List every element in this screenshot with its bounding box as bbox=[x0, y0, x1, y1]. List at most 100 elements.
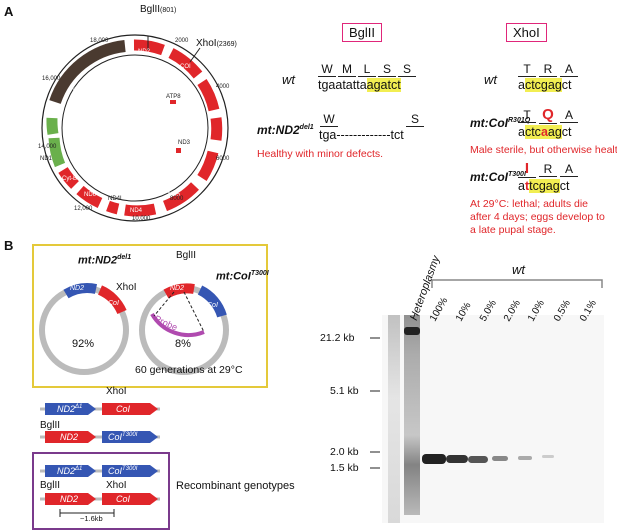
blot-band-1 bbox=[518, 456, 532, 460]
bgl-wt-aa-3: L bbox=[358, 62, 376, 77]
rec1-nd2 bbox=[45, 465, 96, 477]
xho-wt-seq-b: ct bbox=[561, 78, 572, 92]
gene-rrna bbox=[46, 117, 59, 135]
coi-t-seq-b: ct bbox=[559, 179, 570, 193]
geno2-b: CoIT300I bbox=[108, 432, 137, 442]
gene-coi bbox=[168, 48, 203, 79]
coi-r-note: Male sterile, but otherwise healthy. bbox=[470, 144, 617, 156]
map-tick-2000: 2000 bbox=[175, 38, 189, 44]
map-xhoI: XhoI(2369) bbox=[196, 38, 237, 49]
nd2-mut-label-text: mt:ND2 bbox=[257, 123, 300, 137]
bgl-mut-aa-w: W bbox=[320, 112, 338, 127]
mtdna-circular-map: ND2 COI ATP8 ND3 ND5 ND4 ND4L ND6 Cyt-B … bbox=[38, 34, 230, 222]
circle2-nd2: ND2 bbox=[170, 285, 185, 292]
rec2-bglII: BglII bbox=[40, 480, 61, 491]
circle1-coi: CoI bbox=[108, 300, 119, 307]
geno1-a-sup: Δ1 bbox=[75, 404, 83, 410]
circle2-probe bbox=[150, 312, 205, 337]
xhoI-tick bbox=[189, 47, 201, 63]
genotype-arrows bbox=[40, 403, 160, 517]
coi-r-aa-2: Q bbox=[539, 106, 557, 124]
coi-r-label: mt:CoIR301Q bbox=[470, 116, 530, 130]
blot-marker-lane bbox=[388, 315, 400, 523]
heteroplasmy-circles bbox=[39, 283, 229, 375]
nd2-mut-label-sup: del1 bbox=[299, 124, 314, 131]
coi-t-note: At 29°C: lethal; adults die after 4 days… bbox=[470, 198, 605, 236]
map-label-nd3: ND3 bbox=[178, 140, 191, 146]
rec1-b: CoIT300I bbox=[108, 466, 137, 476]
marker-ticks bbox=[370, 337, 380, 469]
map-label-nd2: ND2 bbox=[138, 49, 151, 55]
map-label-at-region: A+T-rich region bbox=[70, 86, 111, 92]
map-tick-16000: 16,000 bbox=[42, 76, 61, 82]
geno1-b: CoI bbox=[116, 404, 131, 414]
coi-r-seq-a: a bbox=[518, 125, 525, 139]
bgl-wt-aa-1: W bbox=[318, 62, 336, 77]
bgl-mut-aa-right: S bbox=[406, 112, 424, 127]
rec1-b-sup: T300I bbox=[122, 466, 138, 472]
map-tick-6000: 6000 bbox=[216, 156, 230, 162]
map-bglII: BglII(801) bbox=[140, 4, 176, 15]
coi-t-label-sup: T300I bbox=[508, 171, 526, 178]
rec2-xhoI: XhoI bbox=[106, 480, 127, 491]
rec1-coi bbox=[102, 465, 158, 477]
xho-wt-aa-3: A bbox=[560, 62, 578, 77]
rec1-b-text: CoI bbox=[108, 466, 123, 476]
blot-heteroplasmy-band-top bbox=[404, 327, 420, 335]
marker-15kb: 1.5 kb bbox=[330, 462, 359, 474]
bgl-mut-seq: tga-------------tct bbox=[319, 128, 404, 142]
at-rich-region bbox=[49, 40, 126, 105]
map-label-nd4l: ND4L bbox=[108, 196, 124, 202]
bgl-wt-aa-4: S bbox=[378, 62, 396, 77]
rec2-distance: ~1.6kb bbox=[80, 514, 103, 523]
map-xhoI-name: XhoI bbox=[196, 38, 217, 49]
circle2-pct: 8% bbox=[175, 338, 191, 350]
map-label-nd4: ND4 bbox=[130, 208, 143, 214]
map-label-atp8: ATP8 bbox=[166, 94, 181, 100]
map-tick-4000: 4000 bbox=[216, 84, 230, 90]
geno2-a: ND2 bbox=[60, 432, 79, 442]
coi-r-aa-3: A bbox=[560, 108, 578, 123]
coi-r-seq: actcaagct bbox=[518, 125, 572, 139]
map-bglII-pos: (801) bbox=[160, 7, 177, 14]
gene-nd4l bbox=[106, 200, 120, 215]
probe-dash-2 bbox=[183, 291, 205, 333]
wt-bracket bbox=[431, 279, 603, 288]
bgl-wt-aa-5: S bbox=[398, 62, 416, 77]
coi-r-seq-mut: a bbox=[540, 125, 548, 139]
marker-5kb: 5.1 kb bbox=[330, 385, 359, 397]
bgl-mut-aa-s: S bbox=[406, 112, 424, 127]
circle1-nd2 bbox=[63, 283, 98, 299]
bgl-mut-aa-left: W bbox=[320, 112, 338, 127]
gene-nd3-mark bbox=[176, 148, 181, 153]
recombinant-label: Recombinant genotypes bbox=[176, 480, 295, 492]
rec2-nd2 bbox=[45, 493, 96, 505]
gene-nd4 bbox=[124, 203, 157, 217]
xho-wt-seq: actcgagct bbox=[518, 78, 572, 92]
xho-wt-seq-a: a bbox=[518, 78, 525, 92]
map-label-nd1: ND1 bbox=[40, 156, 53, 162]
geno1-xhoI: XhoI bbox=[106, 386, 127, 397]
bgl-wt-seq-plain: tgaatatta bbox=[318, 78, 367, 92]
xho-wt-aa-2: R bbox=[539, 62, 557, 77]
gene-atp6 bbox=[210, 117, 223, 141]
coi-r-seq-hl1: ctc bbox=[524, 125, 541, 139]
map-label-cytb: Cyt-B bbox=[62, 176, 77, 182]
coi-r-aa-1: T bbox=[518, 108, 536, 123]
circle1-nd2: ND2 bbox=[70, 285, 85, 292]
blot-band-100 bbox=[422, 454, 446, 464]
map-tick-8000: 8000 bbox=[170, 196, 184, 202]
recombinant-box bbox=[32, 452, 170, 530]
blot-band-2 bbox=[492, 456, 508, 461]
gene-cytb bbox=[58, 166, 79, 189]
rec2-coi bbox=[102, 493, 158, 505]
circle1-xhoI: XhoI bbox=[116, 282, 137, 293]
blot-heteroplasmy-lane bbox=[404, 315, 420, 515]
blot-band-10 bbox=[446, 455, 468, 463]
marker-2kb: 2.0 kb bbox=[330, 446, 359, 458]
gene-coii bbox=[197, 78, 220, 112]
circle1-label-text: mt:ND2 bbox=[78, 254, 118, 267]
